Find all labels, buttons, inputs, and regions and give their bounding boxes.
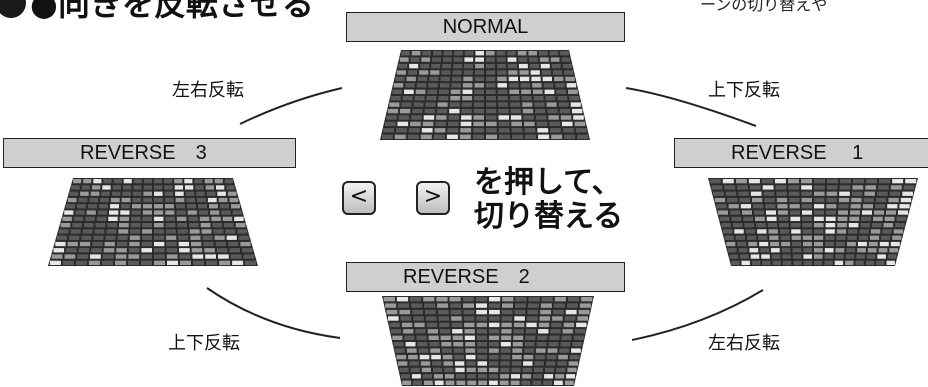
instruction-line-1: を押して、 [474,165,622,200]
transition-top-right: 上下反転 [708,80,780,101]
mode-label-reverse-2: REVERSE 2 [346,262,625,292]
section-title-text: ●向きを反転させる [30,0,314,23]
mode-label-reverse-3: REVERSE 3 [3,138,296,168]
mode-label-reverse-1: REVERSE 1 [674,138,928,168]
transition-top-left: 左右反転 [172,80,244,101]
mode-label-normal: NORMAL [346,12,625,42]
instruction-line-2: 切り替える [474,199,624,234]
arc-bottom-left [206,287,341,339]
arc-bottom-right [631,289,764,341]
arc-top-left [239,87,343,125]
section-title: ●向きを反転させる [0,0,314,24]
left-key-icon: < [342,181,376,215]
transition-bottom-left: 上下反転 [168,333,240,354]
screen-reverse-2 [382,296,594,386]
arc-top-right [625,87,757,127]
screen-reverse-3 [48,178,258,266]
transition-bottom-right: 左右反転 [708,333,780,354]
instruction: を押して、 切り替える [474,166,623,234]
right-key-icon: > [416,181,450,215]
top-note: ーンの切り替えや [700,0,828,14]
bullet-icon [0,0,26,18]
screen-normal [380,50,590,140]
screen-reverse-1 [708,178,918,266]
